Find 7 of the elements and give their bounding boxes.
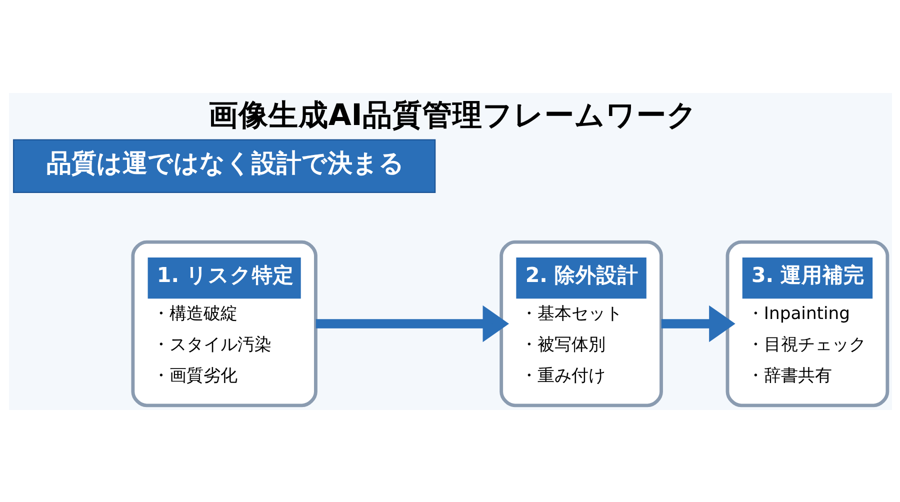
node-box: 品質は運ではなく設計で決まる [12, 138, 436, 192]
arrow [315, 304, 509, 342]
node-box: 1. リスク特定 ・構造破綻 ・スタイル汚染 ・画質劣化 [130, 240, 317, 407]
node-box: 3. 運用補完 ・Inpainting ・目視チェック ・辞書共有 [725, 240, 889, 407]
node-box: 2. 除外設計 ・基本セット ・被写体別 ・重み付け [499, 240, 662, 407]
diagram-title: 画像生成AI品質管理フレームワーク [208, 97, 697, 132]
arrow [660, 304, 735, 342]
